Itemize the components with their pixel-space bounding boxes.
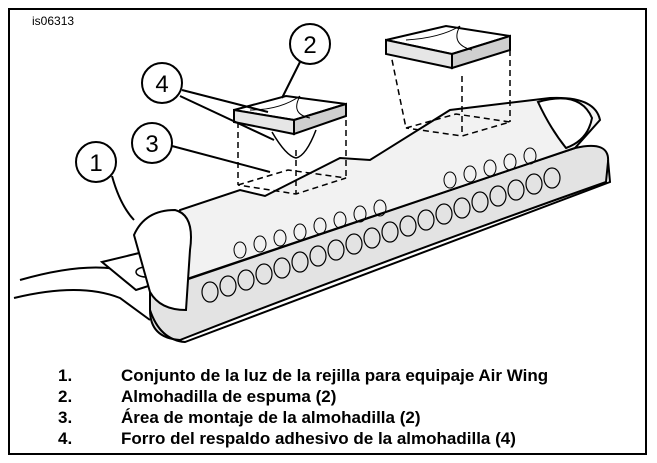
callout-1: 1: [75, 141, 135, 221]
svg-text:3: 3: [145, 131, 158, 158]
figure-frame: is06313: [8, 8, 647, 455]
svg-text:2: 2: [303, 32, 316, 59]
legend-item: 3.Área de montaje de la almohadilla (2): [58, 408, 421, 427]
callout-4: 4: [141, 62, 275, 141]
light-assembly-illustration: 1 2 3 4: [13, 23, 612, 344]
foam-pad: [385, 24, 511, 70]
led-row: [201, 167, 561, 303]
callout-2: 2: [281, 23, 331, 99]
led-row-upper: [233, 147, 537, 259]
legend-item: 2.Almohadilla de espuma (2): [58, 387, 337, 406]
adhesive-liner: [271, 129, 317, 159]
svg-text:4: 4: [155, 71, 168, 98]
callout-3: 3: [131, 122, 271, 173]
svg-text:1: 1: [89, 150, 102, 177]
legend-list: 1.Conjunto de la luz de la rejilla para …: [58, 365, 548, 449]
pad-mounting-area: [237, 49, 511, 195]
foam-pad: [233, 94, 347, 136]
legend-item: 4.Forro del respaldo adhesivo de la almo…: [58, 429, 516, 448]
legend-item: 1.Conjunto de la luz de la rejilla para …: [58, 366, 549, 385]
figure-code: is06313: [32, 14, 75, 28]
